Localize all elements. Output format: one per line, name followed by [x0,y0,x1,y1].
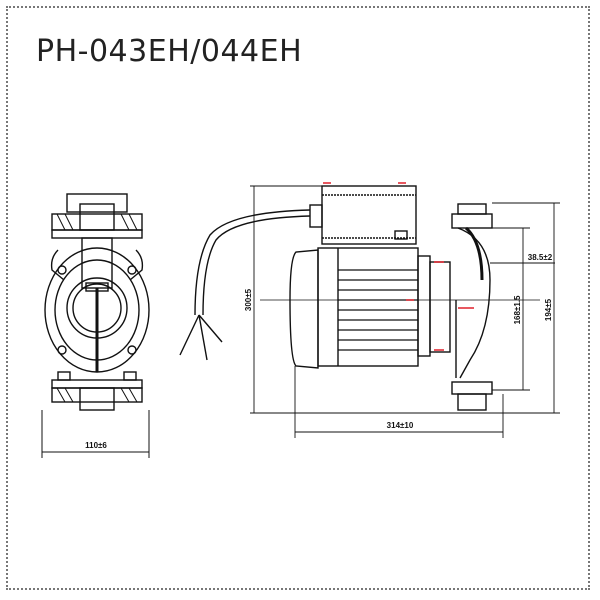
dim-offset-top: 38.5±2 [528,253,553,262]
top-flange [51,213,143,231]
dim-height-right: 194±5 [544,298,553,321]
marker-points [323,182,474,351]
side-view [250,182,560,438]
front-view [41,193,150,458]
dim-width-front: 110±6 [85,441,107,450]
model-title: PH-043EH/044EH [36,34,303,69]
dim-length: 314±10 [387,421,414,430]
outlet-flange [451,213,493,229]
top-flange-cap [66,193,128,213]
fan-cover [289,249,319,369]
motor-body [317,247,419,367]
dotted-border-frame [6,6,590,590]
dim-height-total: 300±5 [244,288,253,311]
dim-port-distance: 168±1.5 [513,295,522,324]
inlet-flange [451,381,493,395]
power-cable [179,209,311,361]
